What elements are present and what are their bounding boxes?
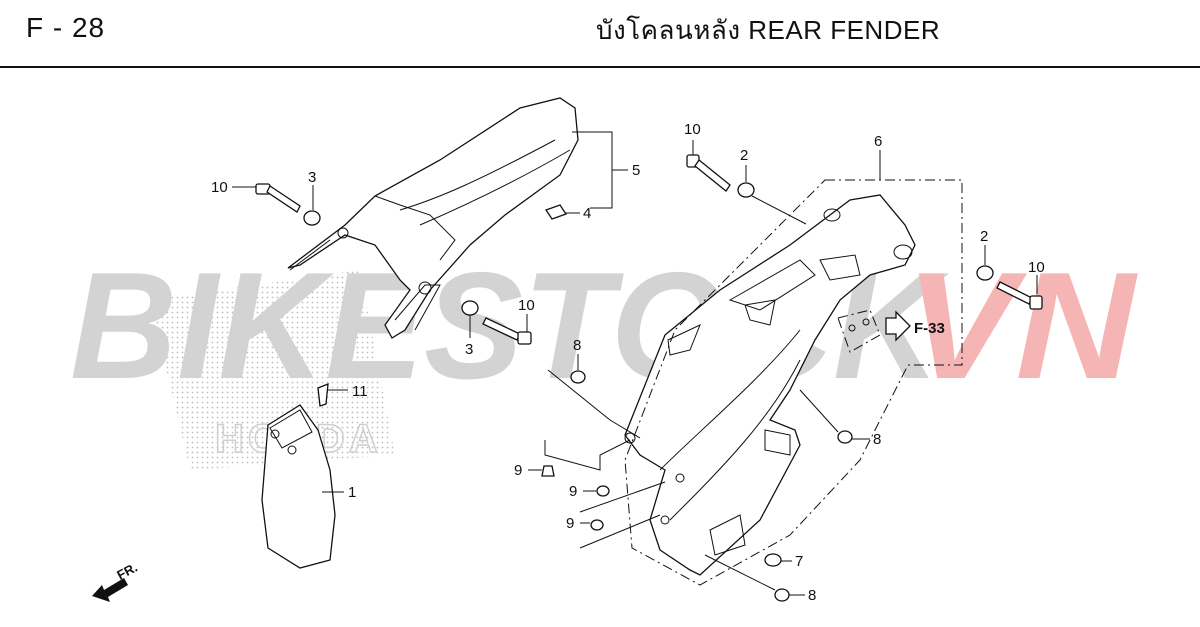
callout-3: 3 [465,341,473,358]
callout-9: 9 [514,462,522,479]
callout-2: 2 [740,147,748,164]
watermark-text-right: VN [905,241,1139,411]
bolt-part [686,154,731,192]
f33-reference: F-33 [837,309,945,353]
washer-part [461,300,479,316]
callout-6: 6 [874,133,882,150]
bolt-part [482,317,532,345]
reference-label: F-33 [914,320,945,337]
inner-fender-part [624,194,916,576]
clip-part-4 [544,204,568,220]
callout-2: 2 [980,228,988,245]
seat-cowl-part [287,97,579,339]
grommet-part [596,485,610,497]
callout-10: 10 [211,179,228,196]
arrow-right-icon [885,310,911,342]
page-code: F - 28 [26,12,106,43]
screw-part [837,430,853,444]
screw-part [528,439,631,477]
group-bracket-5 [572,131,613,209]
clip-part [547,354,641,439]
callout-8: 8 [873,431,881,448]
leader-9b-to-part [579,481,666,513]
callout-11: 11 [352,383,368,400]
callout-10: 10 [1028,259,1045,276]
arrow-front-icon [92,578,128,602]
leader-2a-to-part [751,195,807,225]
callout-5: 5 [632,162,640,179]
washer-part [764,553,782,567]
bolt-part [255,183,301,213]
callout-10: 10 [684,121,701,138]
nut-part [303,210,321,226]
grommet-part [590,519,604,531]
washer-part [976,265,994,281]
callout-10: 10 [518,297,535,314]
callout-4: 4 [583,205,591,222]
page-title: บังโคลนหลัง REAR FENDER [596,15,941,45]
screw-part-11 [317,382,329,407]
direction-label: FR. [114,560,140,583]
header-divider [0,66,1200,68]
honda-wing-logo [150,270,395,470]
callout-7: 7 [795,553,803,570]
leader-8c-to-part [704,554,776,591]
callout-9: 9 [569,483,577,500]
nut-part [737,182,755,198]
callout-8: 8 [573,337,581,354]
mud-flap-part [261,404,336,569]
callout-1: 1 [348,484,356,501]
callout-8: 8 [808,587,816,604]
bolt-part [996,281,1043,310]
front-direction-indicator: FR. [92,560,140,602]
callout-labels: 1 2 2 3 3 4 5 6 7 8 8 8 9 9 9 10 10 10 1… [211,121,1045,604]
callout-9: 9 [566,515,574,532]
leader-9c-to-part [579,514,661,549]
leader-8b-to-part [799,389,839,433]
screw-part [774,588,790,602]
callout-3: 3 [308,169,316,186]
